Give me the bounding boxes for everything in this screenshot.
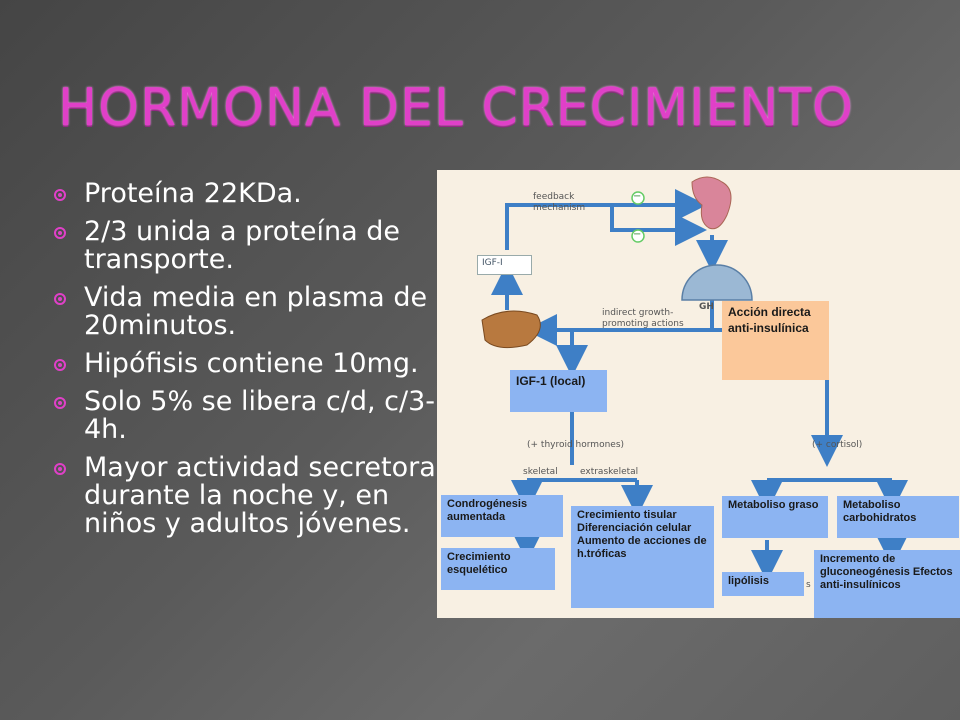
indirect-label: indirect growth-promoting actions xyxy=(602,308,684,329)
metabolismo-graso-box: Metaboliso graso xyxy=(722,496,828,538)
bullet-icon xyxy=(54,359,66,371)
bullet-text: Hipófisis contiene 10mg. xyxy=(84,348,419,379)
gh-label: GH xyxy=(699,302,714,312)
feedback-label: feedback mechanism xyxy=(533,192,586,213)
metabolismo-carbohidratos-box: Metaboliso carbohidratos xyxy=(837,496,959,538)
partial-s-label: s xyxy=(806,580,811,590)
gluconeogenesis-box: Incremento de gluconeogénesis Efectos an… xyxy=(814,550,960,618)
bullet-icon xyxy=(54,397,66,409)
accion-box: Acción directa anti-insulínica xyxy=(722,301,829,380)
bullet-text: Vida media en plasma de 20minutos. xyxy=(84,282,428,341)
minus-sign-2: − xyxy=(633,229,642,240)
cortisol-label: (+ cortisol) xyxy=(812,440,863,450)
bullet-item: Vida media en plasma de 20minutos. xyxy=(50,284,445,340)
bullet-text: Solo 5% se libera c/d, c/3-4h. xyxy=(84,386,436,445)
bullet-icon xyxy=(54,293,66,305)
gh-diagram: feedback mechanism − − IGF-I GH indirect… xyxy=(437,170,960,618)
condrogenesis-box: Condrogénesis aumentada xyxy=(441,495,563,537)
extraskeletal-label: extraskeletal xyxy=(580,467,639,477)
bullet-text: Mayor actividad secretora durante la noc… xyxy=(84,452,436,539)
bullet-item: 2/3 unida a proteína de transporte. xyxy=(50,218,445,274)
bullet-text: Proteína 22KDa. xyxy=(84,178,302,209)
bullet-item: Mayor actividad secretora durante la noc… xyxy=(50,454,445,538)
crecimiento-tisular-box: Crecimiento tisular Diferenciación celul… xyxy=(571,506,714,608)
igf-i-box: IGF-I xyxy=(477,255,532,275)
gh-cell-icon xyxy=(681,264,753,301)
minus-circle-icon xyxy=(631,191,645,205)
lipolisis-box: lipólisis xyxy=(722,572,804,596)
igf1-local-box: IGF-1 (local) xyxy=(510,370,607,412)
minus-circle-icon xyxy=(631,229,645,243)
bullet-icon xyxy=(54,227,66,239)
bullet-item: Hipófisis contiene 10mg. xyxy=(50,350,445,378)
feedback-line-2 xyxy=(610,205,682,232)
thyroid-label: (+ thyroid hormones) xyxy=(527,440,625,450)
liver-icon xyxy=(481,310,541,349)
feedback-line xyxy=(505,203,682,250)
bullet-item: Solo 5% se libera c/d, c/3-4h. xyxy=(50,388,445,444)
minus-sign-1: − xyxy=(633,191,642,202)
bullet-icon xyxy=(54,463,66,475)
slide-title: Hormona del crecimiento xyxy=(58,78,854,138)
bullet-item: Proteína 22KDa. xyxy=(50,180,445,208)
skeletal-label: skeletal xyxy=(523,467,558,477)
pituitary-icon xyxy=(691,176,732,230)
bullet-icon xyxy=(54,189,66,201)
bullet-list: Proteína 22KDa. 2/3 unida a proteína de … xyxy=(50,180,445,548)
bullet-text: 2/3 unida a proteína de transporte. xyxy=(84,216,401,275)
crecimiento-esqueletico-box: Crecimiento esquelético xyxy=(441,548,555,590)
